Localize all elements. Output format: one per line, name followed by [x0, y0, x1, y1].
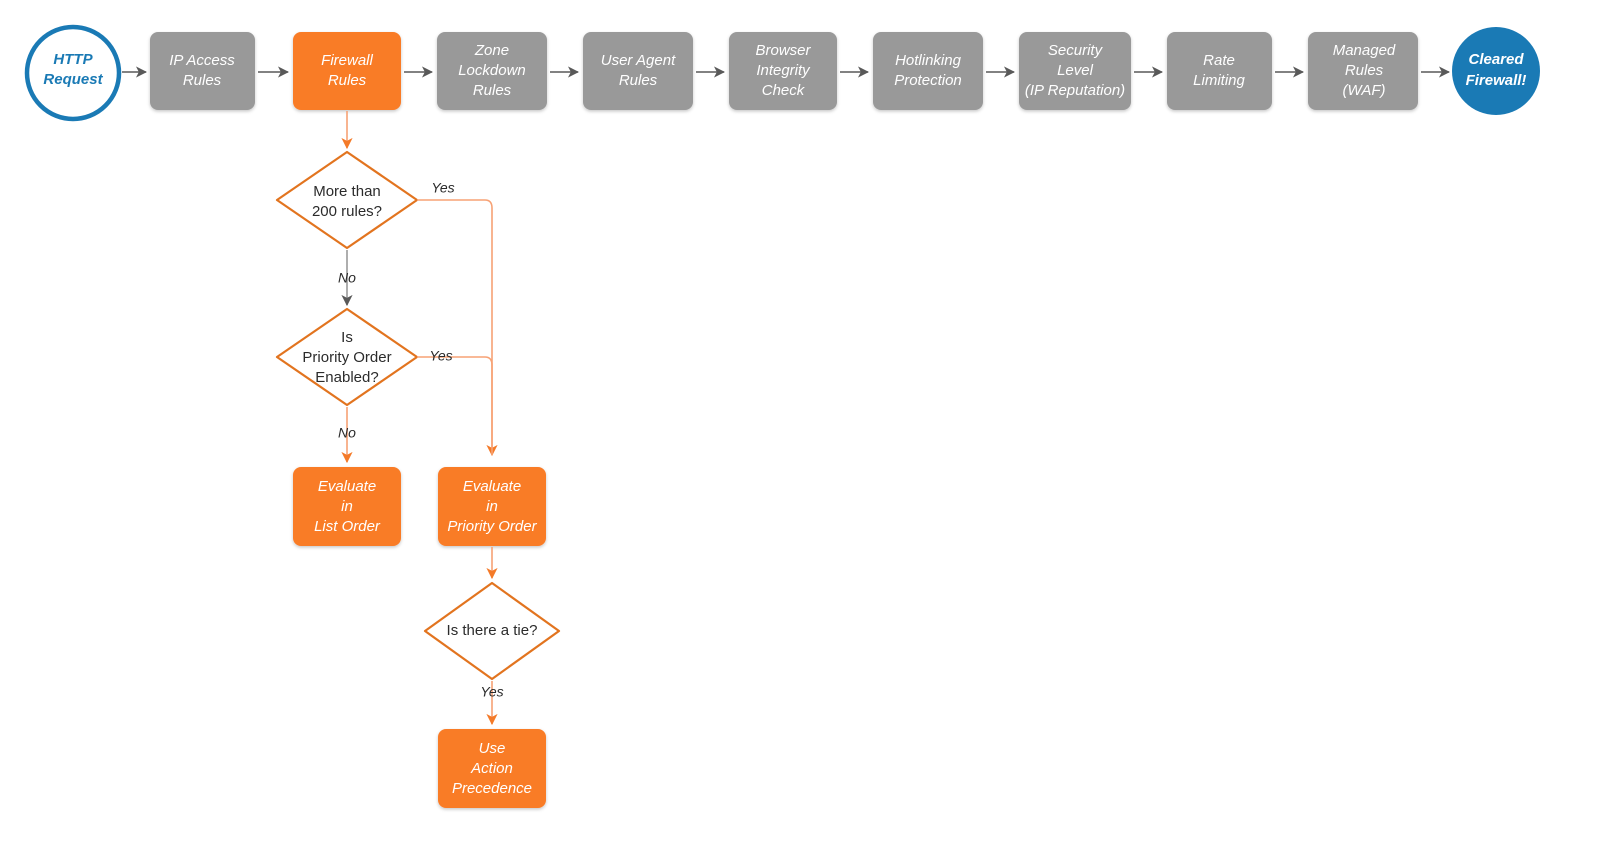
evaluate-priority-order-label-line2: in [486, 498, 498, 515]
evaluate-priority-order-box [438, 467, 546, 546]
browser-integrity-label-line2: Integrity [756, 62, 811, 79]
hotlinking-label-line1: Hotlinking [895, 52, 962, 69]
firewall-rules-box [293, 32, 401, 110]
hotlinking-label-line2: Protection [894, 72, 962, 89]
use-action-precedence-label-line2: Action [470, 760, 513, 777]
hotlinking-protection-box [873, 32, 983, 110]
more-than-200-label-line1: More than [313, 183, 381, 200]
firewall-rules-label-line1: Firewall [321, 52, 373, 69]
node-hotlinking-protection[interactable]: Hotlinking Protection [873, 32, 983, 110]
cleared-firewall-label-line1: Cleared [1468, 51, 1524, 68]
node-managed-rules-waf[interactable]: Managed Rules (WAF) [1308, 32, 1418, 110]
use-action-precedence-label-line3: Precedence [452, 780, 532, 797]
node-zone-lockdown-rules[interactable]: Zone Lockdown Rules [437, 32, 547, 110]
security-level-label-line2: Level [1057, 62, 1094, 79]
priority-order-label-line2: Priority Order [302, 349, 391, 366]
browser-integrity-label-line3: Check [762, 82, 806, 99]
node-ip-access-rules[interactable]: IP Access Rules [150, 32, 255, 110]
edge-priority-order-yes [417, 356, 493, 455]
ip-access-rules-label-line1: IP Access [169, 52, 235, 69]
more-than-200-label-line2: 200 rules? [312, 203, 382, 220]
is-there-a-tie-label: Is there a tie? [447, 622, 538, 639]
node-cleared-firewall[interactable]: Cleared Firewall! [1452, 27, 1540, 115]
managed-rules-label-line2: Rules [1345, 62, 1384, 79]
http-request-label-line2: Request [43, 71, 103, 88]
use-action-precedence-label-line1: Use [479, 740, 506, 757]
is-there-a-tie-diamond [423, 581, 561, 681]
evaluate-priority-order-label-line3: Priority Order [447, 518, 537, 535]
zone-lockdown-label-line2: Lockdown [458, 62, 526, 79]
node-is-priority-order-enabled[interactable]: Is Priority Order Enabled? [275, 307, 419, 407]
edge-label-tie-yes: Yes [480, 684, 503, 700]
rate-limiting-label-line2: Limiting [1193, 72, 1245, 89]
evaluate-list-order-label-line1: Evaluate [318, 478, 376, 495]
security-level-label-line3: (IP Reputation) [1025, 82, 1125, 99]
node-browser-integrity-check[interactable]: Browser Integrity Check [729, 32, 837, 110]
zone-lockdown-rules-box [437, 32, 547, 110]
managed-rules-box [1308, 32, 1418, 110]
security-level-label-line1: Security [1048, 42, 1104, 59]
user-agent-label-line2: Rules [619, 72, 658, 89]
node-user-agent-rules[interactable]: User Agent Rules [583, 32, 693, 110]
evaluate-priority-order-label-line1: Evaluate [463, 478, 521, 495]
node-rate-limiting[interactable]: Rate Limiting [1167, 32, 1272, 110]
node-http-request[interactable]: HTTP Request [24, 24, 122, 122]
http-request-label-line1: HTTP [53, 51, 93, 68]
node-security-level[interactable]: Security Level (IP Reputation) [1019, 32, 1131, 110]
zone-lockdown-label-line3: Rules [473, 82, 512, 99]
node-use-action-precedence[interactable]: Use Action Precedence [438, 729, 546, 808]
use-action-precedence-box [438, 729, 546, 808]
http-request-circle [24, 24, 122, 122]
user-agent-label-line1: User Agent [601, 52, 676, 69]
rate-limiting-box [1167, 32, 1272, 110]
node-evaluate-in-list-order[interactable]: Evaluate in List Order [293, 467, 401, 546]
edge-more-than-200-yes [417, 199, 498, 457]
rate-limiting-label-line1: Rate [1203, 52, 1235, 69]
cleared-firewall-circle [1452, 27, 1540, 115]
browser-integrity-label-line1: Browser [755, 42, 811, 59]
node-more-than-200-rules[interactable]: More than 200 rules? [275, 150, 419, 250]
firewall-rules-label-line2: Rules [328, 72, 367, 89]
more-than-200-diamond [275, 150, 419, 250]
ip-access-rules-box [150, 32, 255, 110]
edge-label-more-than-200-yes: Yes [431, 180, 454, 196]
priority-order-label-line1: Is [341, 329, 353, 346]
security-level-box [1019, 32, 1131, 110]
node-evaluate-in-priority-order[interactable]: Evaluate in Priority Order [438, 467, 546, 546]
managed-rules-label-line1: Managed [1333, 42, 1396, 59]
edge-label-priority-order-yes: Yes [429, 348, 452, 364]
zone-lockdown-label-line1: Zone [474, 42, 509, 59]
priority-order-diamond [275, 307, 419, 407]
edge-label-priority-order-no: No [338, 425, 356, 441]
node-firewall-rules[interactable]: Firewall Rules [293, 32, 401, 110]
evaluate-list-order-label-line3: List Order [314, 518, 381, 535]
evaluate-list-order-box [293, 467, 401, 546]
ip-access-rules-label-line2: Rules [183, 72, 222, 89]
edge-label-more-than-200-no: No [338, 270, 356, 286]
user-agent-rules-box [583, 32, 693, 110]
browser-integrity-box [729, 32, 837, 110]
cleared-firewall-label-line2: Firewall! [1466, 72, 1527, 89]
node-is-there-a-tie[interactable]: Is there a tie? [423, 581, 561, 681]
managed-rules-label-line3: (WAF) [1342, 82, 1385, 99]
evaluate-list-order-label-line2: in [341, 498, 353, 515]
priority-order-label-line3: Enabled? [315, 369, 378, 386]
